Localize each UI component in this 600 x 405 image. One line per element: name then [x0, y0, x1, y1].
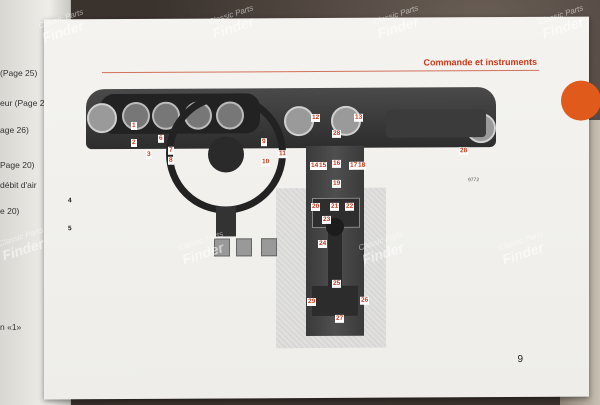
callout-number: 29 — [307, 298, 317, 307]
callout-number: 28 — [459, 147, 469, 156]
callout-number: 25 — [332, 279, 342, 288]
callout-number: 12 — [311, 113, 321, 123]
left-page-line: n «1» — [0, 322, 22, 332]
callout-number: 26 — [360, 296, 370, 305]
callout-number: 5 — [68, 225, 72, 233]
figure-ref: 9772 — [468, 177, 480, 184]
manual-page: Commande et instruments 9772 9 1 2 3 — [44, 16, 600, 400]
callout-number: 6 — [158, 134, 164, 143]
pedal-icon — [261, 238, 277, 257]
callout-number: 27 — [335, 314, 345, 323]
callout-number: 23 — [322, 215, 332, 224]
callout-number: 11 — [278, 150, 287, 159]
callout-number: 1 — [131, 121, 137, 130]
header-rule — [102, 69, 539, 74]
callout-number: 13 — [354, 113, 364, 122]
left-page-line: e 20) — [0, 206, 20, 216]
callout-number: 3 — [146, 150, 152, 159]
callout-number: 4 — [68, 197, 72, 205]
page-tab-marker — [561, 80, 600, 121]
callout-number: 20 — [311, 202, 321, 212]
callout-number: 9 — [261, 138, 267, 147]
left-page-line: eur (Page 22) — [0, 98, 52, 108]
section-title: Commande et instruments — [423, 56, 537, 68]
callout-number: 8 — [168, 156, 174, 165]
left-page-line: débit d'air — [0, 180, 37, 190]
callout-number: 2 — [131, 138, 137, 147]
callout-number: 18 — [357, 161, 367, 170]
callout-number: 21 — [330, 202, 340, 211]
callout-number: 10 — [261, 158, 271, 167]
left-page-line: (Page 25) — [0, 68, 38, 78]
glovebox — [386, 109, 486, 138]
callout-number: 22 — [345, 202, 355, 211]
callout-number: 7 — [168, 146, 174, 155]
callout-number: 28 — [332, 129, 342, 138]
callout-number: 24 — [318, 239, 328, 248]
bottom-switch-panel — [312, 285, 358, 317]
left-page-line: Page 20) — [0, 160, 35, 170]
callout-number: 15 — [318, 161, 328, 170]
callout-number: 16 — [332, 159, 342, 168]
callout-number: 19 — [332, 179, 342, 188]
air-vent-icon — [87, 103, 117, 134]
steering-hub-icon — [208, 136, 244, 173]
page-number: 9 — [517, 353, 523, 365]
air-vent-icon — [284, 106, 314, 137]
left-page-line: age 26) — [0, 125, 29, 135]
pedal-icon — [236, 238, 252, 257]
